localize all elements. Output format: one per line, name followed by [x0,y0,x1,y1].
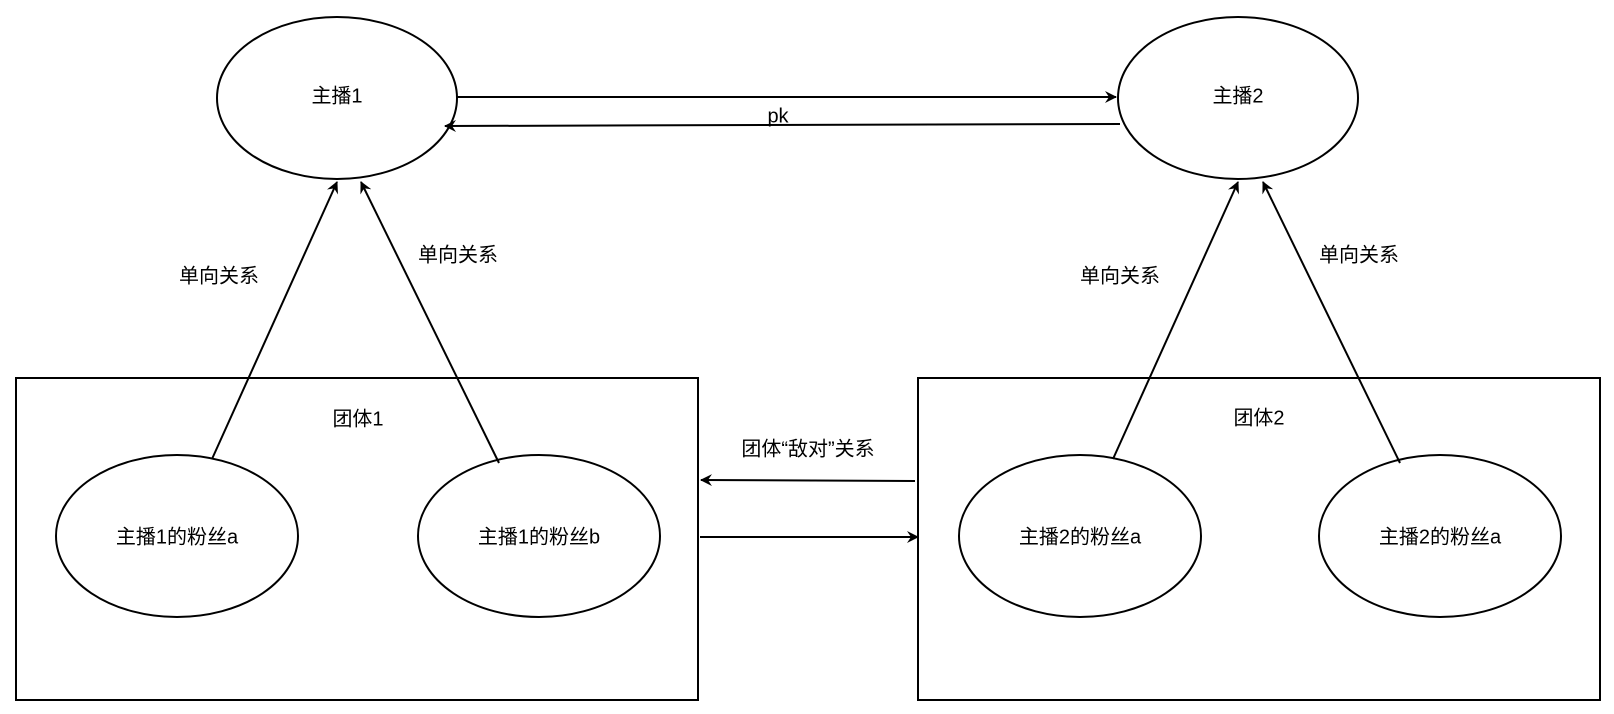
fan2b-to-anchor2-arrow [1262,181,1401,464]
group1-label: 团体1 [332,407,383,430]
one-way-label-1a: 单向关系 [179,264,259,287]
fan2b-node [1318,454,1562,618]
fan2a-to-anchor2-arrow [1112,181,1239,460]
fan1a-to-anchor1-arrow [211,181,338,460]
fan1a-label: 主播1的粉丝a [116,525,239,548]
anchor2-label: 主播2 [1212,84,1263,107]
rivalry-label: 团体“敌对”关系 [741,437,874,460]
one-way-label-1b: 单向关系 [418,243,498,266]
fan1b-label: 主播1的粉丝b [478,525,600,548]
group2-to-group1-arrow [700,474,916,487]
anchor1-label: 主播1 [311,84,362,107]
fan1b-to-anchor1-arrow [360,181,500,464]
one-way-label-2b: 单向关系 [1319,243,1399,266]
anchor2-node [1117,16,1359,180]
pk-label: pk [767,105,789,127]
fan2b-label: 主播2的粉丝a [1379,525,1502,548]
pk-arrow-left [444,119,1121,132]
group2-label: 团体2 [1233,406,1284,429]
one-way-label-2a: 单向关系 [1080,264,1160,287]
fan2a-node [958,454,1202,618]
fan1b-node [417,454,661,618]
fan1a-node [55,454,299,618]
fan2a-label: 主播2的粉丝a [1019,525,1142,548]
